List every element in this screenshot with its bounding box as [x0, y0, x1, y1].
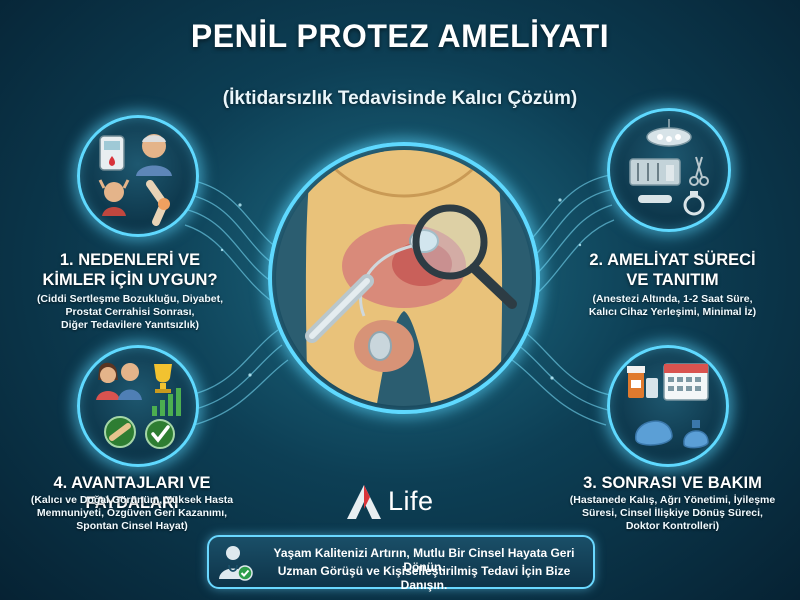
section-2-heading: 2. AMELİYAT SÜRECİ VE TANITIM	[589, 251, 756, 289]
section-3-description: (Hastanede Kalış, Ağrı Yönetimi, İyileşm…	[569, 494, 776, 532]
cta-line-2: Uzman Görüşü ve Kişiselleştirilmiş Tedav…	[277, 564, 571, 592]
section-4-heading: 4. AVANTAJLARI VE FAYDALARI	[53, 474, 211, 512]
section-2-illustration	[607, 108, 731, 232]
trophy-icon	[154, 364, 172, 393]
growth-chart-icon	[152, 388, 181, 416]
section-3-heading: 3. SONRASI VE BAKIM	[583, 474, 762, 492]
anatomy-illustration	[268, 142, 540, 414]
elderly-man-icon	[136, 134, 172, 176]
happy-couple-icon	[96, 362, 142, 400]
ice-pack-icon	[635, 420, 709, 449]
surgical-instruments-icon	[629, 158, 681, 186]
brand-name: Life	[388, 486, 434, 516]
brand-logo: Life	[344, 482, 462, 526]
cta-banner: Yaşam Kalitenizi Artırın, Mutlu Bir Cins…	[207, 535, 595, 592]
surgical-lamp-icon	[646, 119, 692, 147]
benefits-icons	[96, 362, 181, 449]
section-4-description: (Kalıcı ve Doğal Görünüm, Yüksek Hasta M…	[30, 494, 234, 532]
page-subtitle: (İktidarsızlık Tedavisinde Kalıcı Çözüm)	[222, 88, 578, 109]
causes-icons	[98, 134, 172, 226]
checkmark-icon	[145, 419, 175, 449]
section-1-description: (Ciddi Sertleşme Bozukluğu, Diyabet, Pro…	[36, 293, 224, 331]
prosthesis-device-icon	[638, 191, 705, 216]
medicine-bottles-icon	[627, 366, 658, 398]
cta-line-1: Yaşam Kalitenizi Artırın, Mutlu Bir Cins…	[273, 546, 575, 574]
section-1-illustration	[77, 115, 199, 237]
knee-joint-icon	[146, 180, 170, 226]
logo-triangle-icon	[347, 485, 381, 519]
section-1-heading: 1. NEDENLERİ VE KİMLER İÇİN UYGUN?	[42, 251, 218, 289]
prosthesis-anatomy-icon	[276, 150, 532, 406]
page-title: PENİL PROTEZ AMELİYATI	[190, 18, 610, 54]
section-4-illustration	[77, 345, 199, 467]
glucose-meter-icon	[99, 135, 125, 171]
stressed-person-icon	[98, 179, 130, 216]
calendar-icon	[663, 363, 709, 401]
scissors-icon	[689, 156, 709, 186]
section-3-illustration	[607, 345, 729, 467]
surgery-icons	[629, 119, 709, 216]
section-2-description: (Anestezi Altında, 1-2 Saat Süre, Kalıcı…	[588, 293, 757, 318]
aftercare-icons	[627, 363, 709, 449]
doctor-icon	[219, 546, 253, 581]
